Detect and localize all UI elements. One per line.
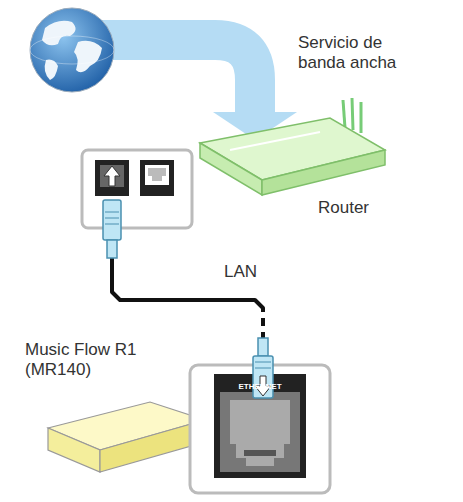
node-text: Router — [318, 198, 383, 218]
service-label: Servicio de banda ancha — [20, 5, 439, 95]
device-port-panel — [190, 365, 330, 493]
node-text: Servicio de banda ancha — [298, 33, 433, 73]
arrowhead — [104, 166, 120, 186]
device-box: Music Flow R1 (MR140) — [20, 338, 335, 498]
music-flow-device — [48, 402, 205, 472]
connector-group — [112, 235, 263, 338]
port-label: ETHERNET — [238, 382, 281, 391]
port-label: LAN — [151, 200, 163, 206]
lan-cable — [112, 235, 263, 338]
broadband-band — [95, 40, 255, 96]
router-body — [200, 98, 385, 195]
cable-dash-gap — [260, 312, 266, 338]
ethernet-plug — [103, 200, 121, 258]
globe — [30, 8, 114, 92]
router-port-panel — [82, 150, 192, 228]
node-text: Music Flow R1 (MR140) — [25, 340, 165, 380]
router-box: Router — [78, 140, 389, 235]
cable-label: LAN — [222, 262, 259, 281]
